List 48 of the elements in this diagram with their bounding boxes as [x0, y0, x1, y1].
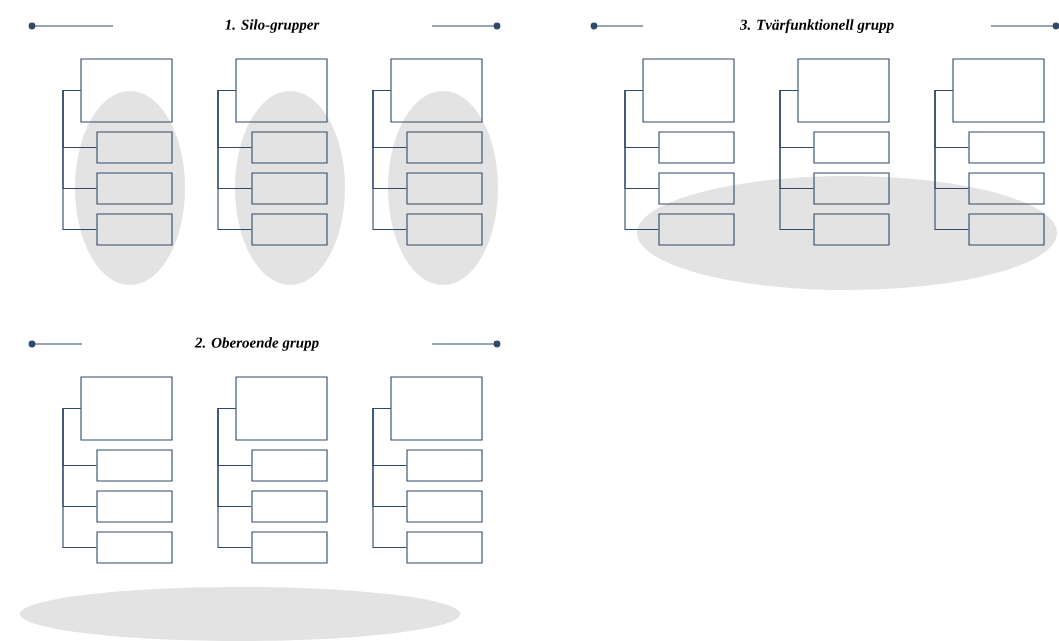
- org-box: [658, 213, 735, 246]
- section-title: 2. Oberoende grupp: [194, 337, 319, 351]
- org-box: [813, 172, 890, 205]
- org-box: [406, 131, 483, 164]
- org-box: [80, 376, 173, 441]
- org-box: [406, 172, 483, 205]
- org-box: [406, 213, 483, 246]
- org-box: [96, 490, 173, 523]
- org-box: [96, 531, 173, 564]
- connector-line: [372, 407, 407, 549]
- org-box: [251, 131, 328, 164]
- connector-line: [372, 89, 407, 231]
- connector-line: [217, 89, 252, 231]
- org-box: [251, 213, 328, 246]
- org-box: [952, 58, 1045, 123]
- org-box: [235, 58, 328, 123]
- org-box: [813, 213, 890, 246]
- org-box: [251, 172, 328, 205]
- section-title: 3. Tvärfunktionell grupp: [739, 19, 894, 33]
- org-box: [390, 376, 483, 441]
- org-box: [406, 531, 483, 564]
- section-title: 1. Silo-grupper: [225, 19, 320, 33]
- org-box: [96, 449, 173, 482]
- org-box: [813, 131, 890, 164]
- org-box: [251, 490, 328, 523]
- org-box: [251, 449, 328, 482]
- connector-line: [934, 89, 969, 231]
- org-box: [80, 58, 173, 123]
- org-box: [658, 172, 735, 205]
- org-box: [642, 58, 735, 123]
- org-box: [251, 531, 328, 564]
- connector-line: [62, 407, 97, 549]
- connector-line: [217, 407, 252, 549]
- org-box: [406, 490, 483, 523]
- org-box: [968, 172, 1045, 205]
- org-box: [406, 449, 483, 482]
- org-box: [968, 131, 1045, 164]
- org-box: [968, 213, 1045, 246]
- connector-line: [62, 89, 97, 231]
- org-box: [390, 58, 483, 123]
- connector-line: [779, 89, 814, 231]
- connector-line: [624, 89, 659, 231]
- org-box: [658, 131, 735, 164]
- org-box: [797, 58, 890, 123]
- org-box: [96, 172, 173, 205]
- org-box: [235, 376, 328, 441]
- org-box: [96, 131, 173, 164]
- org-box: [96, 213, 173, 246]
